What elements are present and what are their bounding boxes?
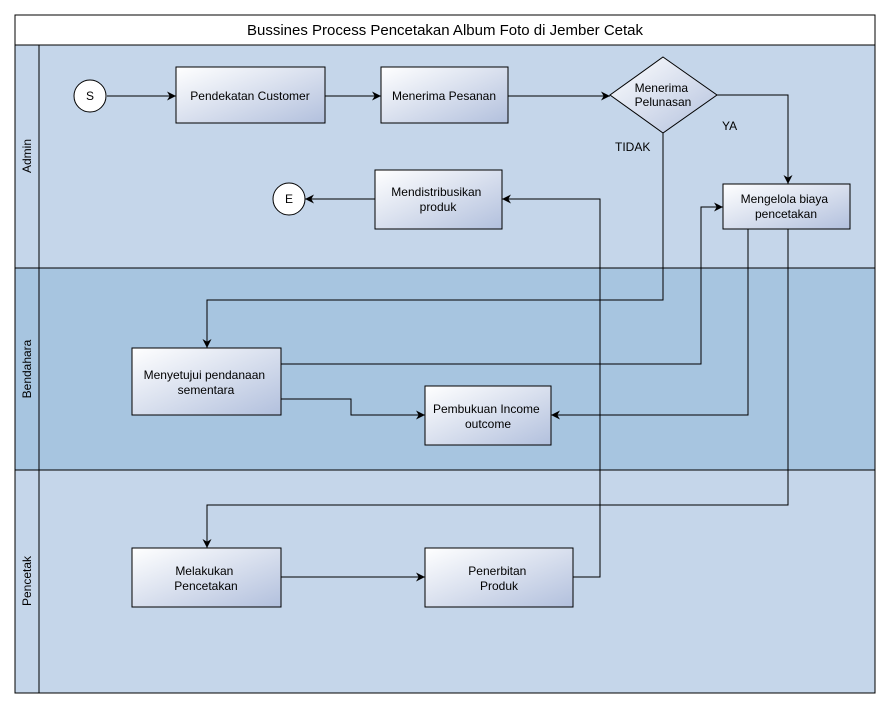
node-line: Pencetakan	[174, 579, 237, 593]
end-event-label: E	[285, 192, 293, 206]
node-line: Menerima	[635, 81, 689, 95]
node-line: Pembukuan Income	[433, 402, 540, 416]
process-mengelola-biaya: Mengelola biaya pencetakan	[722, 183, 851, 230]
edges	[107, 91, 793, 582]
process-penerbitan-produk: Penerbitan Produk	[424, 547, 574, 608]
edge-penerbitan-to-mendistribusikan	[502, 194, 601, 578]
end-event: E	[272, 182, 306, 216]
pool-title-bar	[14, 14, 876, 46]
process-menyetujui-pendanaan: Menyetujui pendanaan sementara	[131, 347, 282, 416]
svg-text:Menyetujui pendanaan sem: Menyetujui pendanaan sementara	[144, 368, 269, 397]
node-line: Mendistribusikan	[391, 185, 481, 199]
edge-decision-tidak-to-menyetujui	[202, 133, 664, 348]
svg-text:Melakukan Pencetakan: Melakukan Pencetakan	[174, 564, 237, 593]
node-line: Menyetujui pendanaan	[144, 368, 265, 382]
diagram-title: Bussines Process Pencetakan Album Foto d…	[247, 22, 644, 39]
node-line: Penerbitan	[468, 564, 526, 578]
svg-text:Menerima Pelunasan: Menerima Pelunasan	[635, 81, 692, 109]
svg-text:Mengelola biaya pencetak: Mengelola biaya pencetakan	[741, 192, 832, 221]
process-melakukan-pencetakan: Melakukan Pencetakan	[131, 547, 282, 608]
node-line: Pendekatan Customer	[190, 89, 309, 103]
svg-text:Mendistribusikan produk: Mendistribusikan produk	[391, 185, 484, 214]
lane-label-pencetak: Pencetak	[20, 555, 34, 606]
svg-text:Menerima Pesanan: Menerima Pesanan	[392, 89, 496, 103]
edge-label-tidak: TIDAK	[615, 140, 650, 154]
node-line: pencetakan	[755, 207, 817, 221]
edge-decision-ya-to-mengelola	[717, 94, 793, 184]
decision-menerima-pelunasan: Menerima Pelunasan	[609, 56, 718, 134]
edge-menyetujui-to-mengelola	[281, 202, 723, 365]
process-pembukuan-income: Pembukuan Income outcome	[424, 385, 552, 446]
node-line: Produk	[480, 579, 519, 593]
process-mendistribusikan-produk: Mendistribusikan produk	[374, 169, 503, 230]
svg-text:Pembukuan Income outcome: Pembukuan Income outcome	[433, 402, 543, 431]
edge-mengelola-to-pembukuan	[551, 229, 749, 420]
svg-text:Penerbitan Produk: Penerbitan Produk	[468, 564, 529, 593]
node-line: produk	[420, 200, 458, 214]
edge-label-ya: YA	[722, 119, 737, 133]
edge-mengelola-to-melakukan	[202, 229, 789, 548]
process-menerima-pesanan: Menerima Pesanan	[380, 66, 509, 124]
lane-label-admin: Admin	[20, 139, 34, 173]
start-event: S	[73, 79, 107, 113]
node-line: Menerima Pesanan	[392, 89, 496, 103]
svg-text:Pendekatan Customer: Pendekatan Customer	[190, 89, 309, 103]
lane-label-bendahara: Bendahara	[20, 339, 34, 398]
process-pendekatan-customer: Pendekatan Customer	[175, 66, 326, 124]
start-event-label: S	[86, 89, 94, 103]
node-line: Mengelola biaya	[741, 192, 829, 206]
node-line: sementara	[178, 383, 235, 397]
node-line: Melakukan	[175, 564, 233, 578]
node-line: outcome	[465, 417, 511, 431]
edge-menyetujui-to-pembukuan	[281, 398, 425, 420]
node-line: Pelunasan	[635, 95, 692, 109]
